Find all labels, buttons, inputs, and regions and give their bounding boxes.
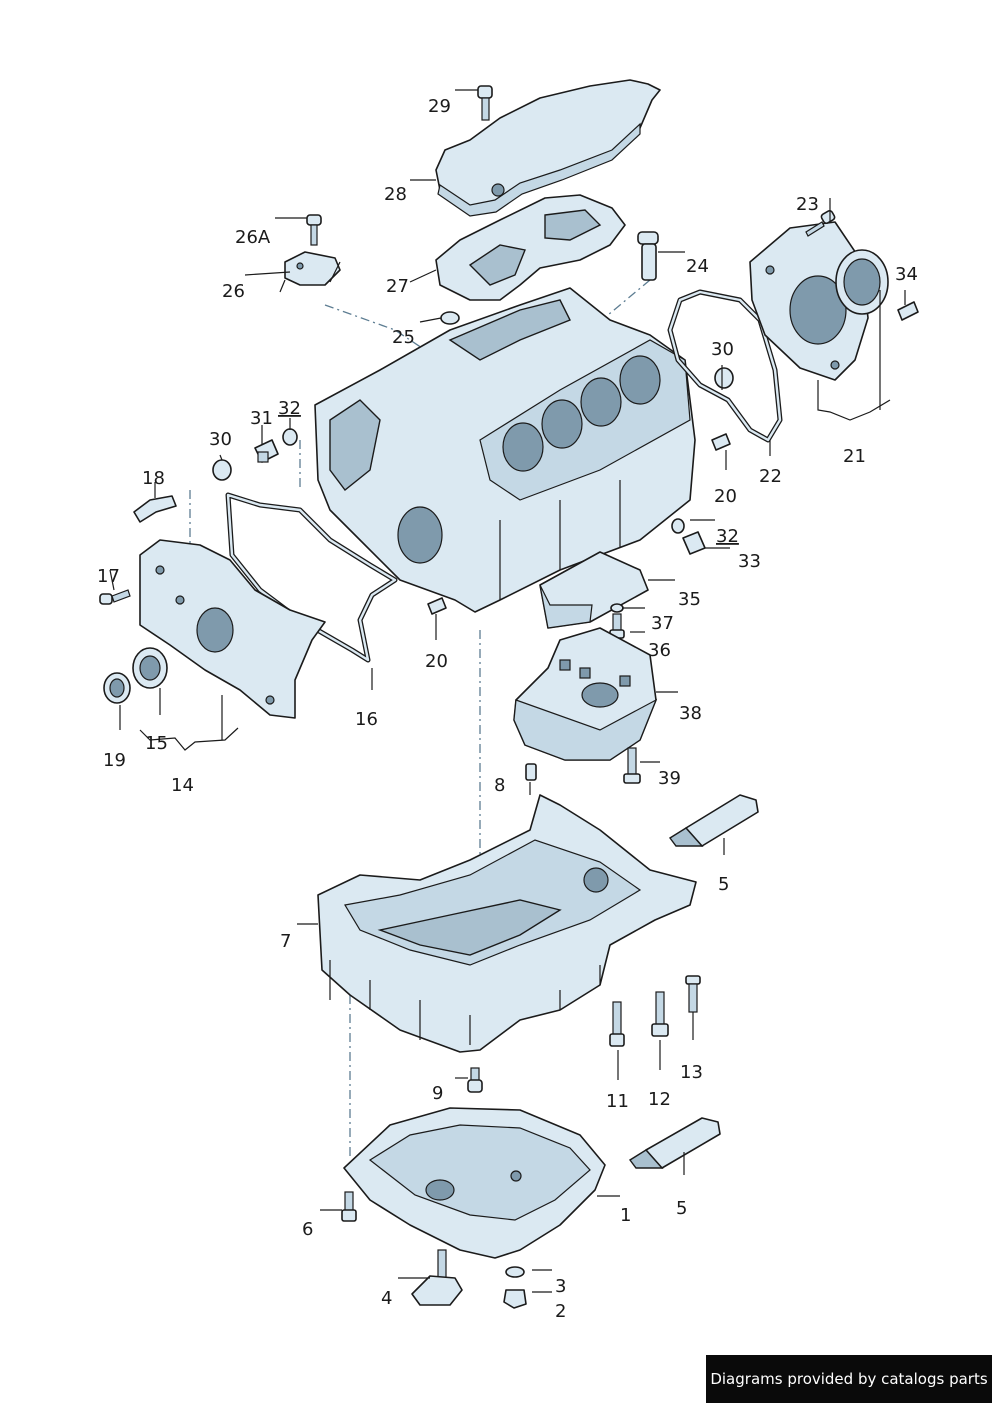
rear-cover-21[interactable] — [749, 221, 889, 381]
label-1: 1 — [620, 1205, 631, 1226]
bolt-11[interactable] — [609, 1001, 625, 1047]
bolt-26a[interactable] — [306, 214, 322, 246]
label-23: 23 — [796, 194, 819, 215]
label-26a: 26A — [235, 227, 271, 248]
upper-oil-pan-7[interactable] — [317, 794, 697, 1053]
label-4: 4 — [381, 1288, 392, 1309]
bolt-23[interactable] — [805, 209, 836, 237]
label-34: 34 — [895, 264, 918, 285]
label-8: 8 — [494, 775, 505, 796]
label-19: 19 — [103, 750, 126, 771]
label-5-lower: 5 — [676, 1198, 687, 1219]
seal-32-left[interactable] — [282, 428, 298, 446]
label-3: 3 — [555, 1276, 566, 1297]
bolt-9[interactable] — [467, 1067, 483, 1093]
label-21: 21 — [843, 446, 866, 467]
plug-30-right[interactable] — [714, 367, 734, 389]
bolt-13[interactable] — [685, 975, 701, 1013]
part-labels: 29 28 26A 26 27 25 24 23 34 30 21 22 20 … — [97, 96, 918, 1322]
label-2: 2 — [555, 1301, 566, 1322]
plug-31[interactable] — [254, 439, 279, 463]
label-7: 7 — [280, 931, 291, 952]
bolt-29[interactable] — [477, 85, 493, 121]
bracket-26[interactable] — [279, 251, 341, 293]
pin-34[interactable] — [897, 301, 919, 321]
label-13: 13 — [680, 1062, 703, 1083]
label-14: 14 — [171, 775, 194, 796]
plug-33[interactable] — [682, 531, 706, 555]
label-6: 6 — [302, 1219, 313, 1240]
label-11: 11 — [606, 1091, 629, 1112]
label-24: 24 — [686, 256, 709, 277]
baffle-plate-35[interactable] — [539, 551, 649, 629]
bolt-12[interactable] — [651, 991, 669, 1037]
bolt-17[interactable] — [99, 589, 131, 605]
label-15: 15 — [145, 733, 168, 754]
label-30-right: 30 — [711, 339, 734, 360]
plug-18[interactable] — [133, 495, 177, 523]
front-cover-14[interactable] — [139, 539, 326, 719]
label-26: 26 — [222, 281, 245, 302]
label-27: 27 — [386, 276, 409, 297]
leader-lines — [109, 89, 906, 1293]
label-31: 31 — [250, 408, 273, 429]
label-39: 39 — [658, 768, 681, 789]
plug-24[interactable] — [637, 231, 659, 281]
label-12: 12 — [648, 1089, 671, 1110]
cylinder-head-cover-28[interactable] — [435, 79, 661, 217]
label-37: 37 — [651, 613, 674, 634]
seal-32-right[interactable] — [671, 518, 685, 534]
sealant-tube-5-upper[interactable] — [668, 794, 759, 847]
label-5-upper: 5 — [718, 874, 729, 895]
gasket-22[interactable] — [667, 289, 783, 443]
plug-30-left[interactable] — [212, 459, 232, 481]
bolt-6[interactable] — [341, 1191, 357, 1222]
plug-25[interactable] — [440, 311, 460, 325]
pin-20-right[interactable] — [711, 433, 731, 451]
label-22: 22 — [759, 466, 782, 487]
label-20-left: 20 — [425, 651, 448, 672]
gasket-27[interactable] — [435, 194, 626, 301]
label-20-right: 20 — [714, 486, 737, 507]
seal-19[interactable] — [103, 672, 131, 704]
label-18: 18 — [142, 468, 165, 489]
label-28: 28 — [384, 184, 407, 205]
label-9: 9 — [432, 1083, 443, 1104]
pin-8[interactable] — [525, 763, 537, 781]
washer-37[interactable] — [610, 603, 624, 613]
bolt-39[interactable] — [623, 747, 641, 784]
label-36: 36 — [648, 640, 671, 661]
engine-block[interactable] — [314, 287, 696, 613]
label-33: 33 — [738, 551, 761, 572]
label-29: 29 — [428, 96, 451, 117]
seal-3[interactable] — [505, 1266, 525, 1278]
label-17: 17 — [97, 566, 120, 587]
drain-plug-2[interactable] — [503, 1289, 527, 1309]
label-32-left: 32 — [278, 398, 301, 419]
oil-level-sender-4[interactable] — [411, 1249, 463, 1306]
label-16: 16 — [355, 709, 378, 730]
gasket-16[interactable] — [225, 492, 398, 663]
sealant-tube-5-lower[interactable] — [628, 1117, 721, 1169]
footer-banner: Diagrams provided by catalogs parts — [706, 1355, 992, 1403]
label-38: 38 — [679, 703, 702, 724]
pin-20-left[interactable] — [427, 597, 447, 615]
footer-text: Diagrams provided by catalogs parts — [710, 1370, 988, 1388]
lower-oil-pan-1[interactable] — [343, 1107, 606, 1259]
bearing-frame-38[interactable] — [513, 627, 658, 761]
seal-15[interactable] — [132, 647, 168, 689]
label-32-right: 32 — [716, 526, 739, 547]
label-35: 35 — [678, 589, 701, 610]
label-25: 25 — [392, 327, 415, 348]
label-30-left: 30 — [209, 429, 232, 450]
